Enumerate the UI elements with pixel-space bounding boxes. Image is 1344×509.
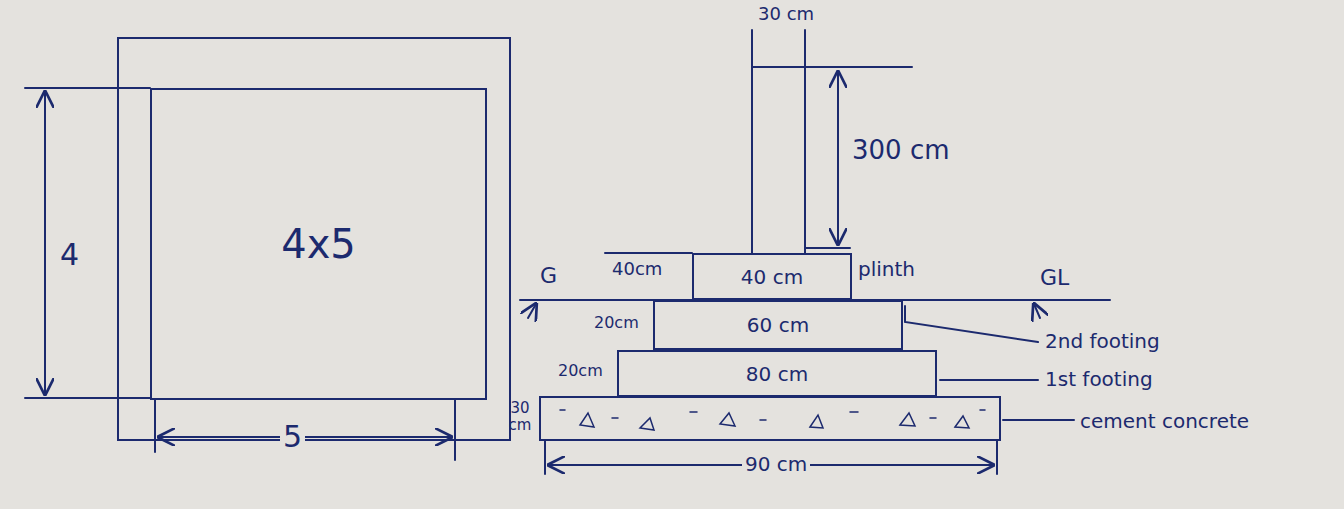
outer-wall bbox=[118, 38, 510, 440]
extension-line bbox=[454, 400, 456, 460]
wall-line bbox=[804, 30, 806, 253]
box-text: 80 cm bbox=[746, 363, 808, 385]
part-label: plinth bbox=[858, 258, 915, 280]
dimension-label: 40cm bbox=[612, 259, 662, 279]
concrete-hatch bbox=[560, 410, 985, 430]
extension-line bbox=[544, 440, 546, 474]
extension-line bbox=[154, 400, 156, 452]
wall-line bbox=[751, 30, 753, 253]
dimension-label: 5 bbox=[280, 420, 305, 453]
plinth-box: 40 cm bbox=[692, 253, 852, 300]
level-label: G bbox=[540, 264, 557, 288]
concrete-bed bbox=[540, 397, 1000, 440]
offset-line bbox=[605, 252, 692, 254]
extension-line bbox=[996, 440, 998, 474]
dimension-line bbox=[837, 72, 839, 244]
dimension-label: 300 cm bbox=[852, 136, 950, 165]
room-plan: 4x5 bbox=[150, 88, 487, 400]
box-text: 4x5 bbox=[281, 222, 356, 266]
extension-line bbox=[25, 397, 150, 399]
part-label: 2nd footing bbox=[1045, 330, 1160, 352]
dimension-label: 4 bbox=[60, 238, 79, 271]
dimension-label: 20cm bbox=[558, 362, 603, 380]
dimension-label: 20cm bbox=[594, 314, 639, 332]
level-arrow bbox=[528, 304, 536, 318]
leader-line bbox=[940, 379, 1038, 381]
dimension-label: 30 cm bbox=[758, 4, 814, 24]
box-text: 60 cm bbox=[747, 314, 809, 336]
extension-line bbox=[752, 66, 912, 68]
footing-box: 60 cm bbox=[653, 300, 903, 350]
dimension-label: 30 cm bbox=[502, 400, 538, 433]
part-label: cement concrete bbox=[1080, 410, 1249, 432]
level-label: GL bbox=[1040, 266, 1069, 290]
leader-line bbox=[905, 306, 1038, 342]
footing-box: 80 cm bbox=[617, 350, 937, 397]
level-arrow bbox=[1034, 304, 1040, 318]
leader-line bbox=[1003, 419, 1074, 421]
extension-line bbox=[25, 87, 150, 89]
part-label: 1st footing bbox=[1045, 368, 1153, 390]
box-text: 40 cm bbox=[741, 266, 803, 288]
extension-line bbox=[805, 247, 850, 249]
dimension-line bbox=[44, 92, 46, 394]
dimension-label: 90 cm bbox=[742, 453, 810, 475]
